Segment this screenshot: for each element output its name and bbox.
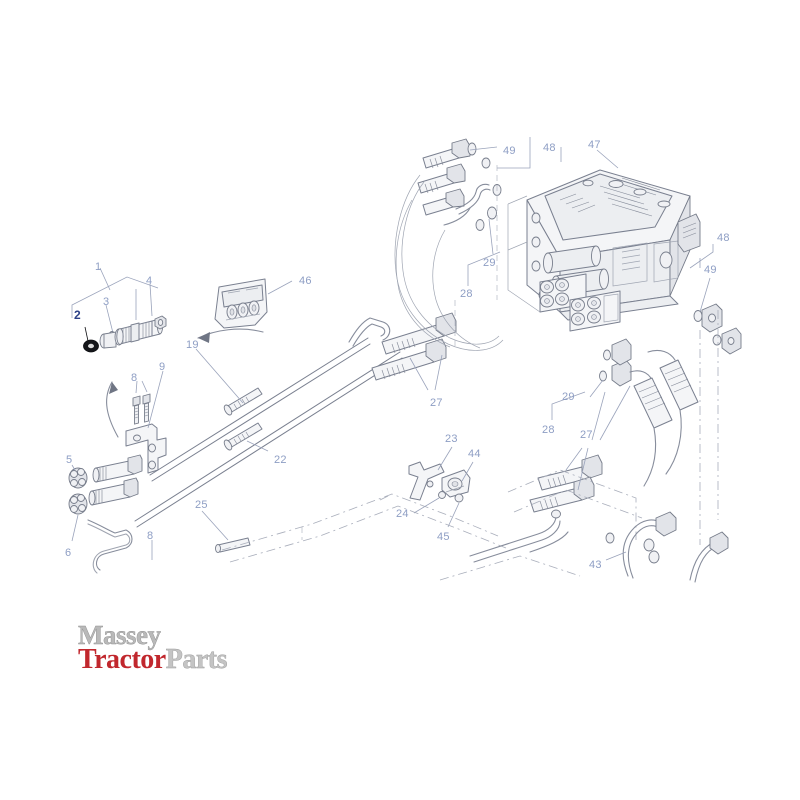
callout-46[interactable]: 46 <box>299 275 312 287</box>
quick-couplers <box>539 273 621 332</box>
part-27-hoses-center <box>348 312 457 391</box>
callout-47[interactable]: 47 <box>588 139 601 151</box>
part-6-cluster <box>68 493 88 515</box>
part-4-nut <box>154 315 167 330</box>
hose-loops-left <box>394 174 504 351</box>
logo-line-tractorparts: TractorParts <box>78 644 228 675</box>
callout-24[interactable]: 24 <box>396 508 409 520</box>
callout-27a[interactable]: 27 <box>430 397 443 409</box>
callout-6[interactable]: 6 <box>65 547 72 559</box>
part-25-pipe <box>201 493 507 563</box>
callout-25[interactable]: 25 <box>195 499 208 511</box>
logo-line-massey: Massey <box>78 620 161 650</box>
part-group-spool-valve <box>71 267 167 353</box>
part-8-bolts <box>132 393 151 425</box>
callout-23[interactable]: 23 <box>445 433 458 445</box>
callout-1[interactable]: 1 <box>95 261 102 273</box>
assembly-frame-lines <box>454 165 541 348</box>
callout-8b[interactable]: 8 <box>147 530 154 542</box>
bottom-pipe-run <box>439 509 581 581</box>
callout-44[interactable]: 44 <box>468 448 481 460</box>
turnbuckle-19 <box>223 387 263 416</box>
part-48-49-right-fittings <box>689 244 742 545</box>
hose-cluster-top <box>417 137 619 286</box>
part-27-hoses-right <box>551 338 699 487</box>
flow-arrow-up <box>106 381 119 438</box>
callout-49a[interactable]: 49 <box>503 145 516 157</box>
callout-22[interactable]: 22 <box>274 454 287 466</box>
callout-4[interactable]: 4 <box>146 275 153 287</box>
callout-27b[interactable]: 27 <box>580 429 593 441</box>
massey-tractor-parts-logo[interactable]: Massey TractorParts <box>78 620 328 682</box>
part-2-oring <box>83 326 99 353</box>
callout-43[interactable]: 43 <box>589 559 602 571</box>
part-46-cover-plate <box>214 278 293 329</box>
part-27-hoses-lower <box>507 447 643 540</box>
callout-29a[interactable]: 29 <box>483 257 496 269</box>
turnbuckle-22 <box>223 422 263 451</box>
flow-arrow-left <box>197 328 264 343</box>
callout-49b[interactable]: 49 <box>704 264 717 276</box>
callout-48a[interactable]: 48 <box>543 142 556 154</box>
callout-3[interactable]: 3 <box>103 296 110 308</box>
callout-9[interactable]: 9 <box>159 361 166 373</box>
logo-word-parts: Parts <box>165 644 228 675</box>
part-9-bracket <box>125 370 167 474</box>
callout-28a[interactable]: 28 <box>460 288 473 300</box>
callout-29b[interactable]: 29 <box>562 391 575 403</box>
logo-word-tractor: Tractor <box>78 644 166 675</box>
callout-28b[interactable]: 28 <box>542 424 555 436</box>
callout-5[interactable]: 5 <box>66 454 73 466</box>
callout-8a[interactable]: 8 <box>131 372 138 384</box>
part-23-24-44-45-linkage <box>408 446 474 528</box>
part-5-6-fittings <box>68 454 153 574</box>
callout-2[interactable]: 2 <box>74 308 81 322</box>
part-43-bent-tubes <box>605 511 729 583</box>
part-19-22-control-rods <box>134 337 403 528</box>
callout-48b[interactable]: 48 <box>717 232 730 244</box>
callout-45[interactable]: 45 <box>437 531 450 543</box>
part-5-cluster <box>68 467 88 489</box>
callout-19[interactable]: 19 <box>186 339 199 351</box>
